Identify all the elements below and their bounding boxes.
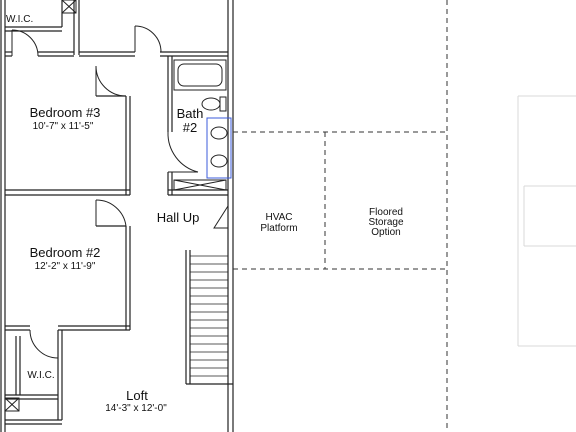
- hall-name: Hall Up: [156, 210, 200, 225]
- bath-fixtures: [173, 59, 232, 191]
- storage-line1: Floored: [369, 207, 403, 218]
- hvac-line2: Platform: [260, 223, 298, 234]
- bedroom3-name: Bedroom #3: [29, 105, 101, 120]
- bedroom2-dims: 12'-2" x 11'-9": [34, 261, 96, 272]
- loft-dims: 14'-3" x 12'-0": [105, 403, 167, 414]
- stairs: [190, 255, 228, 377]
- bath2-name-line1: Bath: [176, 106, 204, 121]
- wic-top-label: W.I.C.: [6, 14, 34, 25]
- bath2-name-line2: #2: [182, 120, 198, 135]
- door-swings: [11, 25, 229, 359]
- hvac-line1: HVAC: [265, 212, 293, 223]
- bedroom3-dims: 10'-7" x 11'-5": [32, 121, 94, 132]
- loft-name: Loft: [126, 388, 148, 403]
- closet-marks: [4, 0, 77, 412]
- faint-outline: [517, 95, 576, 347]
- walls: [0, 0, 234, 432]
- bedroom2-name: Bedroom #2: [29, 245, 101, 260]
- dashed-options: [233, 0, 448, 432]
- storage-line2: Storage: [368, 217, 404, 228]
- storage-line3: Option: [371, 227, 401, 238]
- wic-bottom-label: W.I.C.: [27, 370, 55, 381]
